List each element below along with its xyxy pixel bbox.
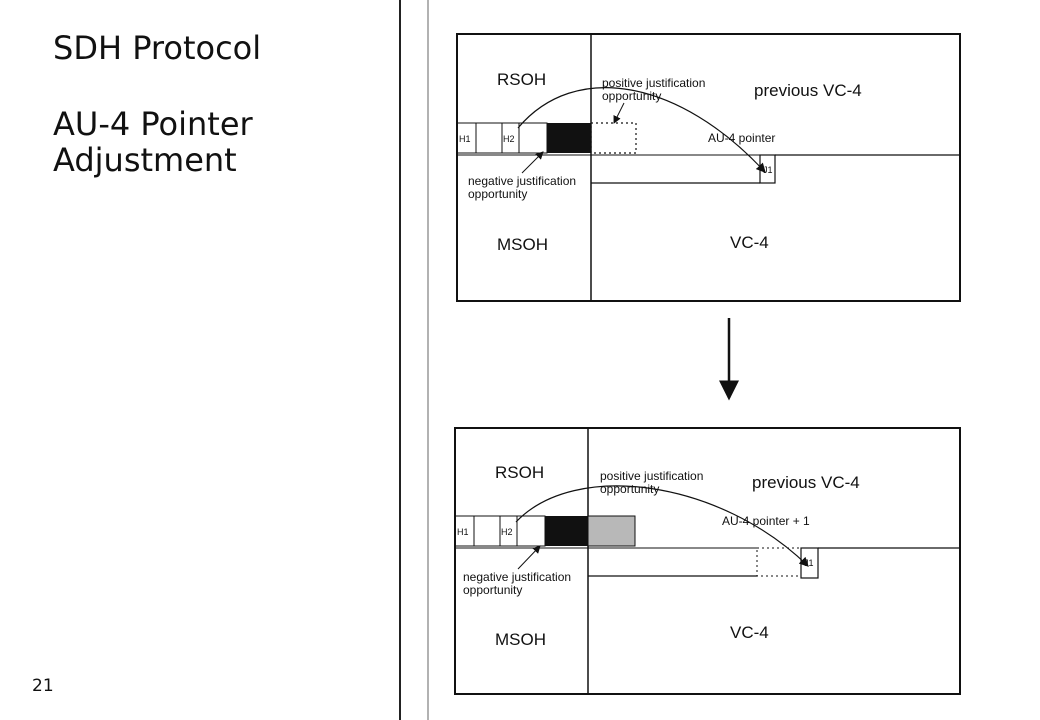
negative-justification-arrow xyxy=(517,545,541,570)
previous-vc4-label: previous VC-4 xyxy=(754,81,862,100)
pointer-arrow xyxy=(517,87,766,173)
positive-justification-label-line-2: opportunity xyxy=(602,89,661,103)
h2-label: H2 xyxy=(503,134,515,144)
positive-justification-arrow xyxy=(613,102,625,124)
positive-justification-label-line-1: positive justification xyxy=(602,76,705,90)
h1-label: H1 xyxy=(457,527,469,537)
shifted-j1-position xyxy=(756,547,802,577)
frame-border xyxy=(454,427,961,695)
positive-justification-block xyxy=(587,515,636,547)
frame-border xyxy=(456,33,961,302)
top-frame: RSOH MSOH H1 H2 J1 positive justificatio… xyxy=(456,33,961,302)
positive-justification-block xyxy=(590,122,637,154)
negative-justification-block xyxy=(545,516,588,546)
previous-vc4-label: previous VC-4 xyxy=(752,473,860,492)
negative-justification-block xyxy=(547,123,591,153)
negative-justification-label-line-2: opportunity xyxy=(468,187,527,201)
pointer-arrow xyxy=(515,485,809,567)
msoh-label: MSOH xyxy=(497,235,548,254)
vc4-label: VC-4 xyxy=(730,233,769,252)
slide-title: SDH Protocol xyxy=(53,29,262,67)
negative-justification-label-line-2: opportunity xyxy=(463,583,522,597)
negative-justification-arrow xyxy=(521,151,544,174)
slide-subtitle-line-1: AU-4 Pointer xyxy=(53,105,253,143)
rsoh-label: RSOH xyxy=(495,463,544,482)
rsoh-label: RSOH xyxy=(497,70,546,89)
au4-pointer-plus-one-label: AU-4 pointer + 1 xyxy=(722,514,810,528)
slide-subtitle-line-2: Adjustment xyxy=(53,141,237,179)
positive-justification-label-line-1: positive justification xyxy=(600,469,703,483)
slide-number: 21 xyxy=(32,676,54,696)
negative-justification-label-line-1: negative justification xyxy=(468,174,576,188)
bottom-frame: RSOH MSOH H1 H2 J1 positive justificatio… xyxy=(454,427,961,695)
h1-label: H1 xyxy=(459,134,471,144)
j1-label: J1 xyxy=(763,165,773,175)
au4-pointer-label: AU-4 pointer xyxy=(708,131,775,145)
positive-justification-label-line-2: opportunity xyxy=(600,482,659,496)
msoh-label: MSOH xyxy=(495,630,546,649)
vc4-label: VC-4 xyxy=(730,623,769,642)
slide-title-block: SDH Protocol AU-4 Pointer Adjustment xyxy=(53,30,261,178)
negative-justification-label-line-1: negative justification xyxy=(463,570,571,584)
h2-label: H2 xyxy=(501,527,513,537)
